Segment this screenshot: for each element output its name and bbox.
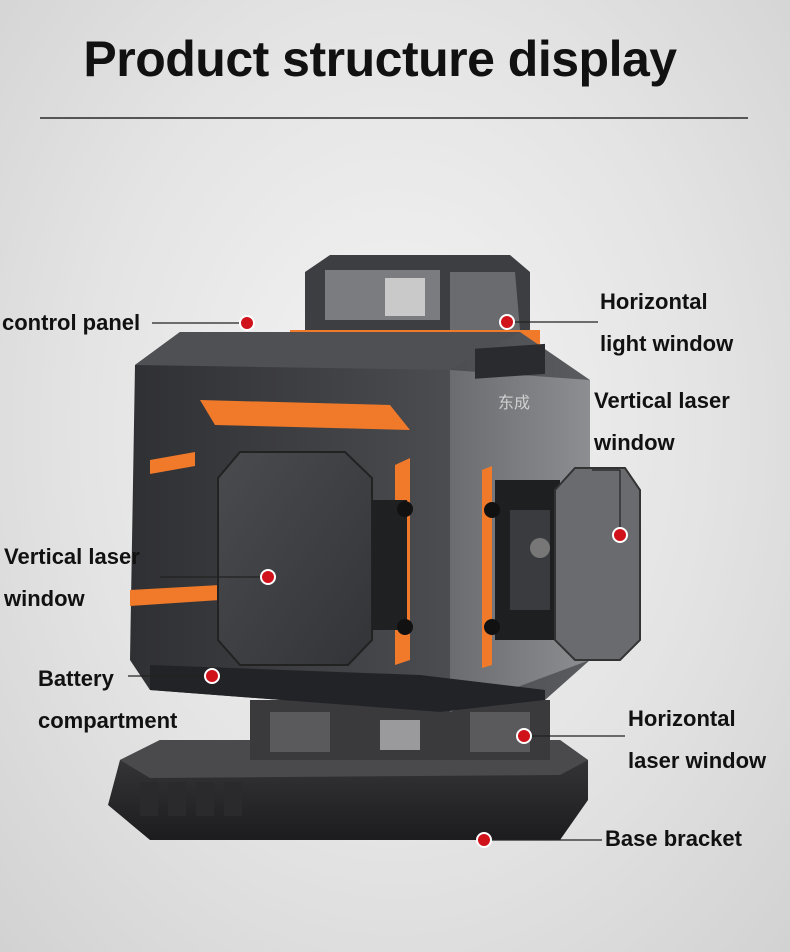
page-title: Product structure display bbox=[83, 31, 677, 87]
marker-horizontal-light-window bbox=[499, 314, 515, 330]
marker-vertical-laser-window-left bbox=[260, 569, 276, 585]
marker-battery-compartment bbox=[204, 668, 220, 684]
marker-horizontal-laser-window bbox=[516, 728, 532, 744]
marker-dots bbox=[204, 314, 628, 848]
marker-base-bracket bbox=[476, 832, 492, 848]
stand-shape bbox=[250, 700, 550, 760]
label-horizontal-laser-window: Horizontal laser window bbox=[628, 706, 767, 773]
leader-lines bbox=[128, 321, 625, 841]
marker-control-panel bbox=[239, 315, 255, 331]
front-window-plate bbox=[217, 451, 413, 666]
label-horizontal-light-window: Horizontal light window bbox=[600, 289, 734, 356]
side-window-plate bbox=[484, 467, 641, 661]
brand-mark: 东成 bbox=[498, 393, 530, 412]
label-vertical-laser-window-left: Vertical laser window bbox=[4, 544, 140, 611]
marker-vertical-laser-window-right bbox=[612, 527, 628, 543]
label-base-bracket: Base bracket bbox=[605, 826, 742, 851]
label-battery-compartment: Battery compartment bbox=[38, 666, 178, 733]
label-control-panel: control panel bbox=[2, 310, 141, 335]
label-vertical-laser-window-right: Vertical laser window bbox=[594, 388, 730, 455]
title-divider bbox=[40, 117, 748, 119]
